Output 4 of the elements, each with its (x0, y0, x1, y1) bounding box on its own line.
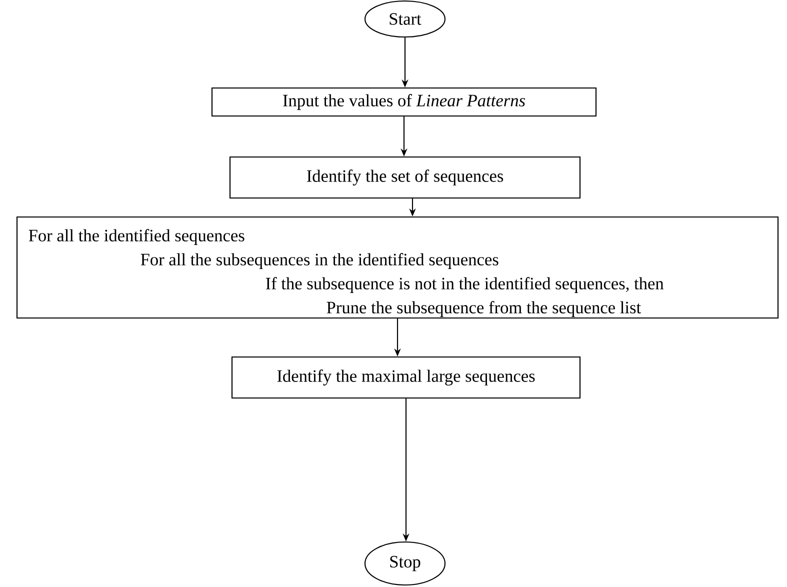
process-box: Input the values of Linear Patterns (211, 87, 597, 117)
process-box: Identify the maximal large sequences (231, 356, 581, 399)
process-box: Identify the set of sequences (229, 156, 581, 199)
process-box: For all the identified sequences For all the subsequences in the identified sequences If the subsequence is not in the identified sequences, then Prune the subsequence from the sequence list (16, 216, 779, 319)
